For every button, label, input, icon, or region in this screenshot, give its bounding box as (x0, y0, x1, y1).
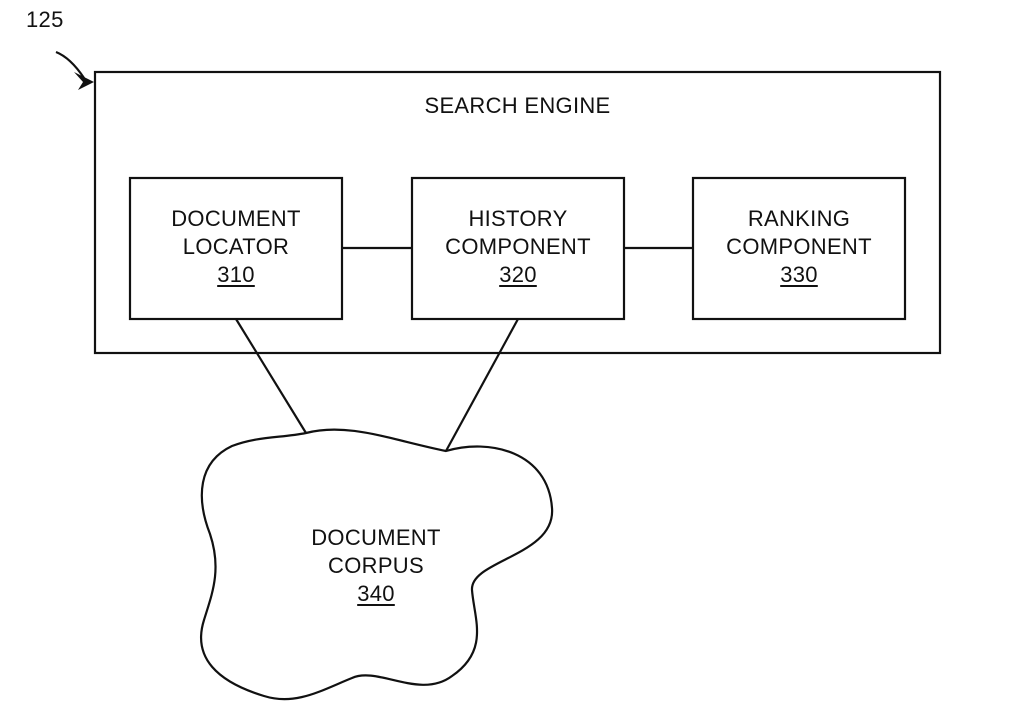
history-component-ref: 320 (499, 262, 537, 287)
history-component-label: HISTORY COMPONENT 320 (412, 205, 624, 289)
ranking-component-line1: RANKING (747, 206, 851, 231)
document-locator-line2: LOCATOR (182, 234, 290, 259)
history-component-line2: COMPONENT (445, 234, 591, 259)
document-corpus-label: DOCUMENT CORPUS 340 (276, 524, 476, 608)
connector-locator-corpus (235, 318, 307, 434)
document-corpus-line2: CORPUS (328, 553, 424, 578)
figure-reference-number: 125 (26, 7, 64, 32)
connector-history-corpus (445, 318, 519, 452)
ranking-component-line2: COMPONENT (726, 234, 872, 259)
history-component-line1: HISTORY (468, 206, 568, 231)
search-engine-box (93, 70, 942, 355)
document-locator-line1: DOCUMENT (171, 206, 301, 231)
search-engine-title-text: SEARCH ENGINE (424, 93, 611, 118)
figure-reference-label: 125 (26, 6, 72, 34)
reference-arrowhead (74, 72, 94, 90)
ranking-component-ref: 330 (780, 262, 818, 287)
reference-arrow (55, 50, 85, 79)
search-engine-title: SEARCH ENGINE (95, 92, 940, 120)
document-corpus-ref: 340 (357, 581, 395, 606)
document-locator-label: DOCUMENT LOCATOR 310 (130, 205, 342, 289)
ranking-component-label: RANKING COMPONENT 330 (693, 205, 905, 289)
document-corpus-cloud (199, 428, 554, 701)
document-corpus-line1: DOCUMENT (311, 525, 441, 550)
document-locator-ref: 310 (217, 262, 255, 287)
